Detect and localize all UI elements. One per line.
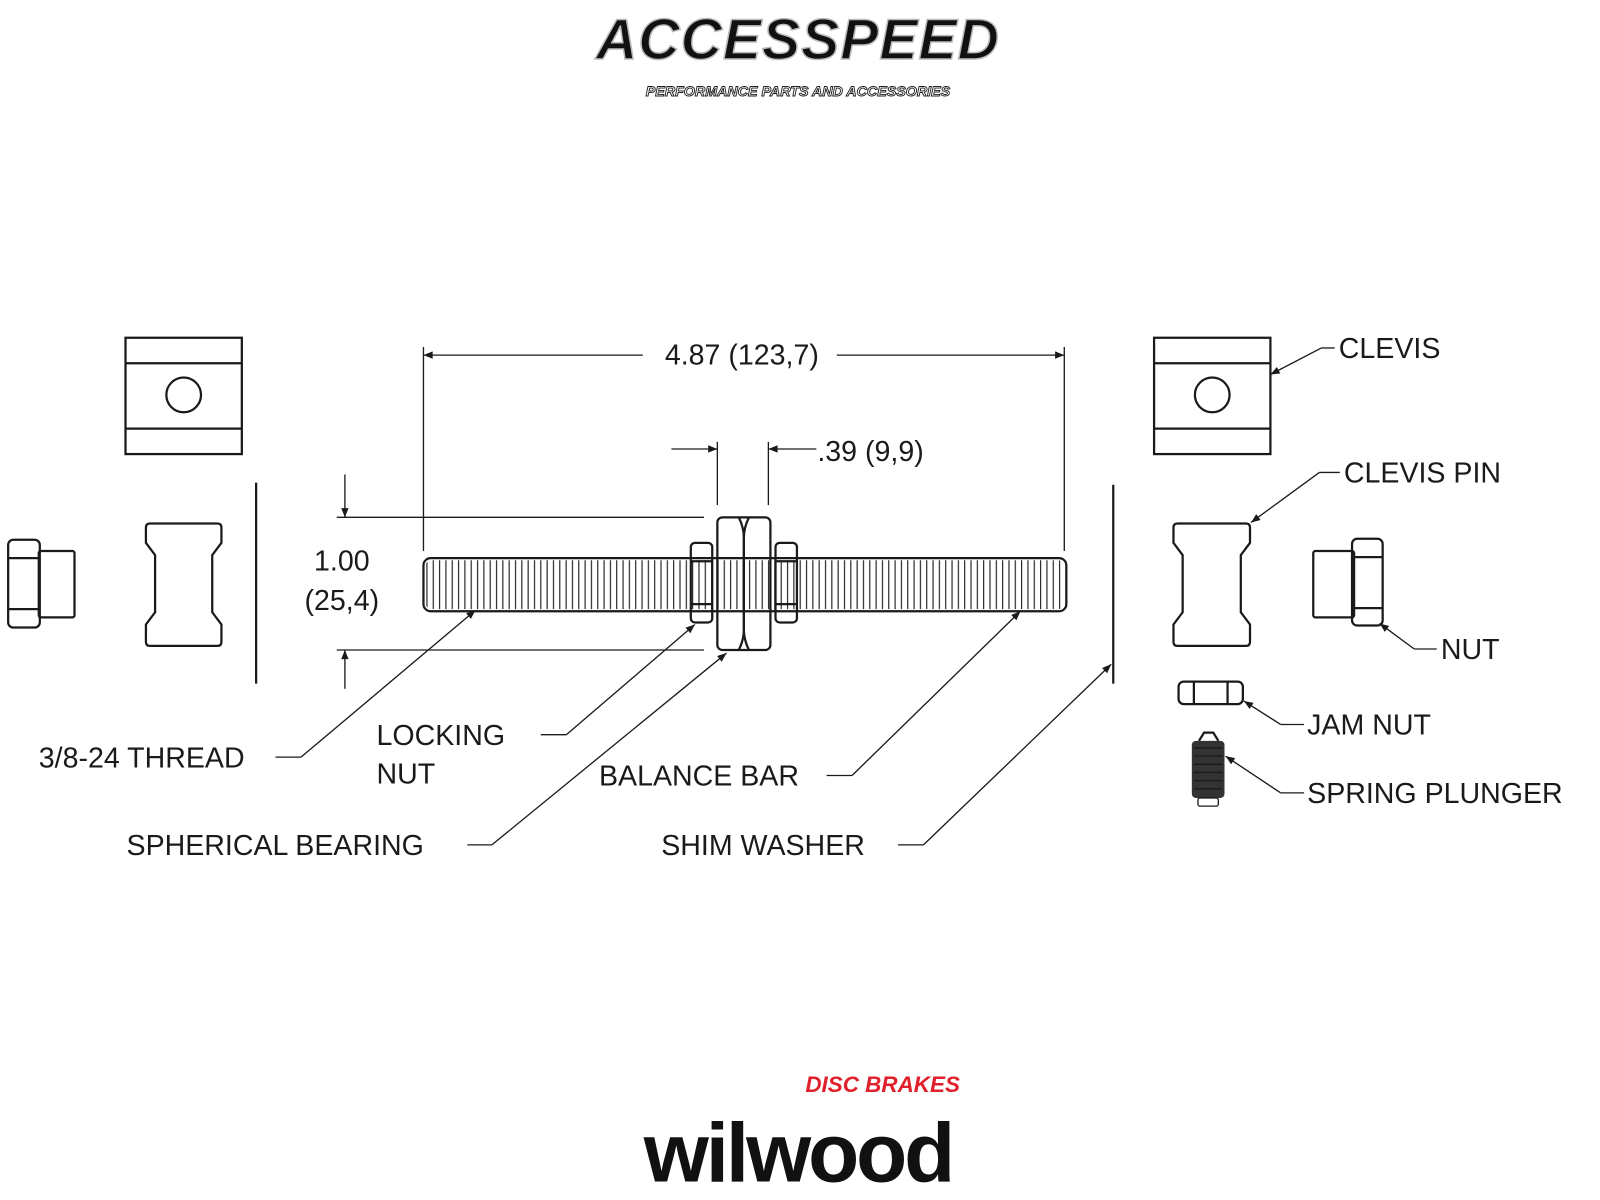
label-thread: 3/8-24 THREAD [39, 609, 476, 774]
spring-plunger [1191, 731, 1225, 807]
wilwood-logo-name: wilwood [643, 1106, 953, 1200]
accesspeed-logo-tagline: PERFORMANCE PARTS AND ACCESSORIES [646, 84, 951, 100]
locking-nut-left [689, 541, 714, 624]
overall-length-dimension: 4.87 (123,7) [422, 339, 1065, 552]
left-clevis [124, 336, 243, 456]
right-clevis-pin [1172, 522, 1252, 648]
right-nut [1312, 537, 1384, 627]
shim-washer-label-text: SHIM WASHER [661, 830, 865, 862]
label-locking-nut: LOCKING NUT [377, 623, 696, 791]
label-shim-washer: SHIM WASHER [661, 663, 1112, 862]
bearing-width-text: .39 (9,9) [817, 436, 923, 468]
label-clevis: CLEVIS [1270, 333, 1441, 376]
spring-plunger-label-text: SPRING PLUNGER [1307, 778, 1563, 810]
clevis-pin-label-text: CLEVIS PIN [1344, 458, 1501, 490]
label-jam-nut: JAM NUT [1243, 700, 1431, 742]
clevis-label-text: CLEVIS [1339, 333, 1441, 365]
label-spherical-bearing: SPHERICAL BEARING [127, 652, 727, 862]
jam-nut-label-text: JAM NUT [1307, 710, 1431, 742]
right-clevis [1152, 336, 1272, 456]
bearing-width-dimension: .39 (9,9) [671, 436, 924, 506]
accesspeed-logo-name: ACCESSPEED [594, 8, 1000, 72]
jam-nut [1177, 680, 1244, 706]
bearing-height-dimension: 1.00 (25,4) [305, 474, 705, 689]
spherical-bearing [716, 516, 772, 652]
balance-bar-label-text: BALANCE BAR [599, 761, 799, 793]
locking-nut-label-line2: NUT [377, 759, 436, 791]
nut-label-text: NUT [1441, 634, 1500, 666]
locking-nut-label-line1: LOCKING [377, 720, 506, 752]
left-clevis-pin [144, 522, 223, 648]
label-balance-bar: BALANCE BAR [599, 610, 1021, 793]
locking-nut-right [774, 541, 799, 624]
label-nut: NUT [1379, 622, 1500, 666]
accesspeed-logo: ACCESSPEED PERFORMANCE PARTS AND ACCESSO… [593, 7, 1000, 100]
thread-label-text: 3/8-24 THREAD [39, 742, 245, 774]
wilwood-logo-tagline: DISC BRAKES [805, 1072, 960, 1097]
overall-length-text: 4.87 (123,7) [665, 339, 819, 371]
wilwood-logo: DISC BRAKES wilwood [643, 1072, 960, 1200]
label-clevis-pin: CLEVIS PIN [1250, 458, 1501, 523]
bearing-height-mm-text: (25,4) [305, 585, 380, 617]
label-spring-plunger: SPRING PLUNGER [1225, 755, 1563, 810]
spherical-bearing-label-text: SPHERICAL BEARING [127, 830, 424, 862]
left-nut [7, 538, 76, 629]
bearing-height-in-text: 1.00 [314, 545, 370, 577]
